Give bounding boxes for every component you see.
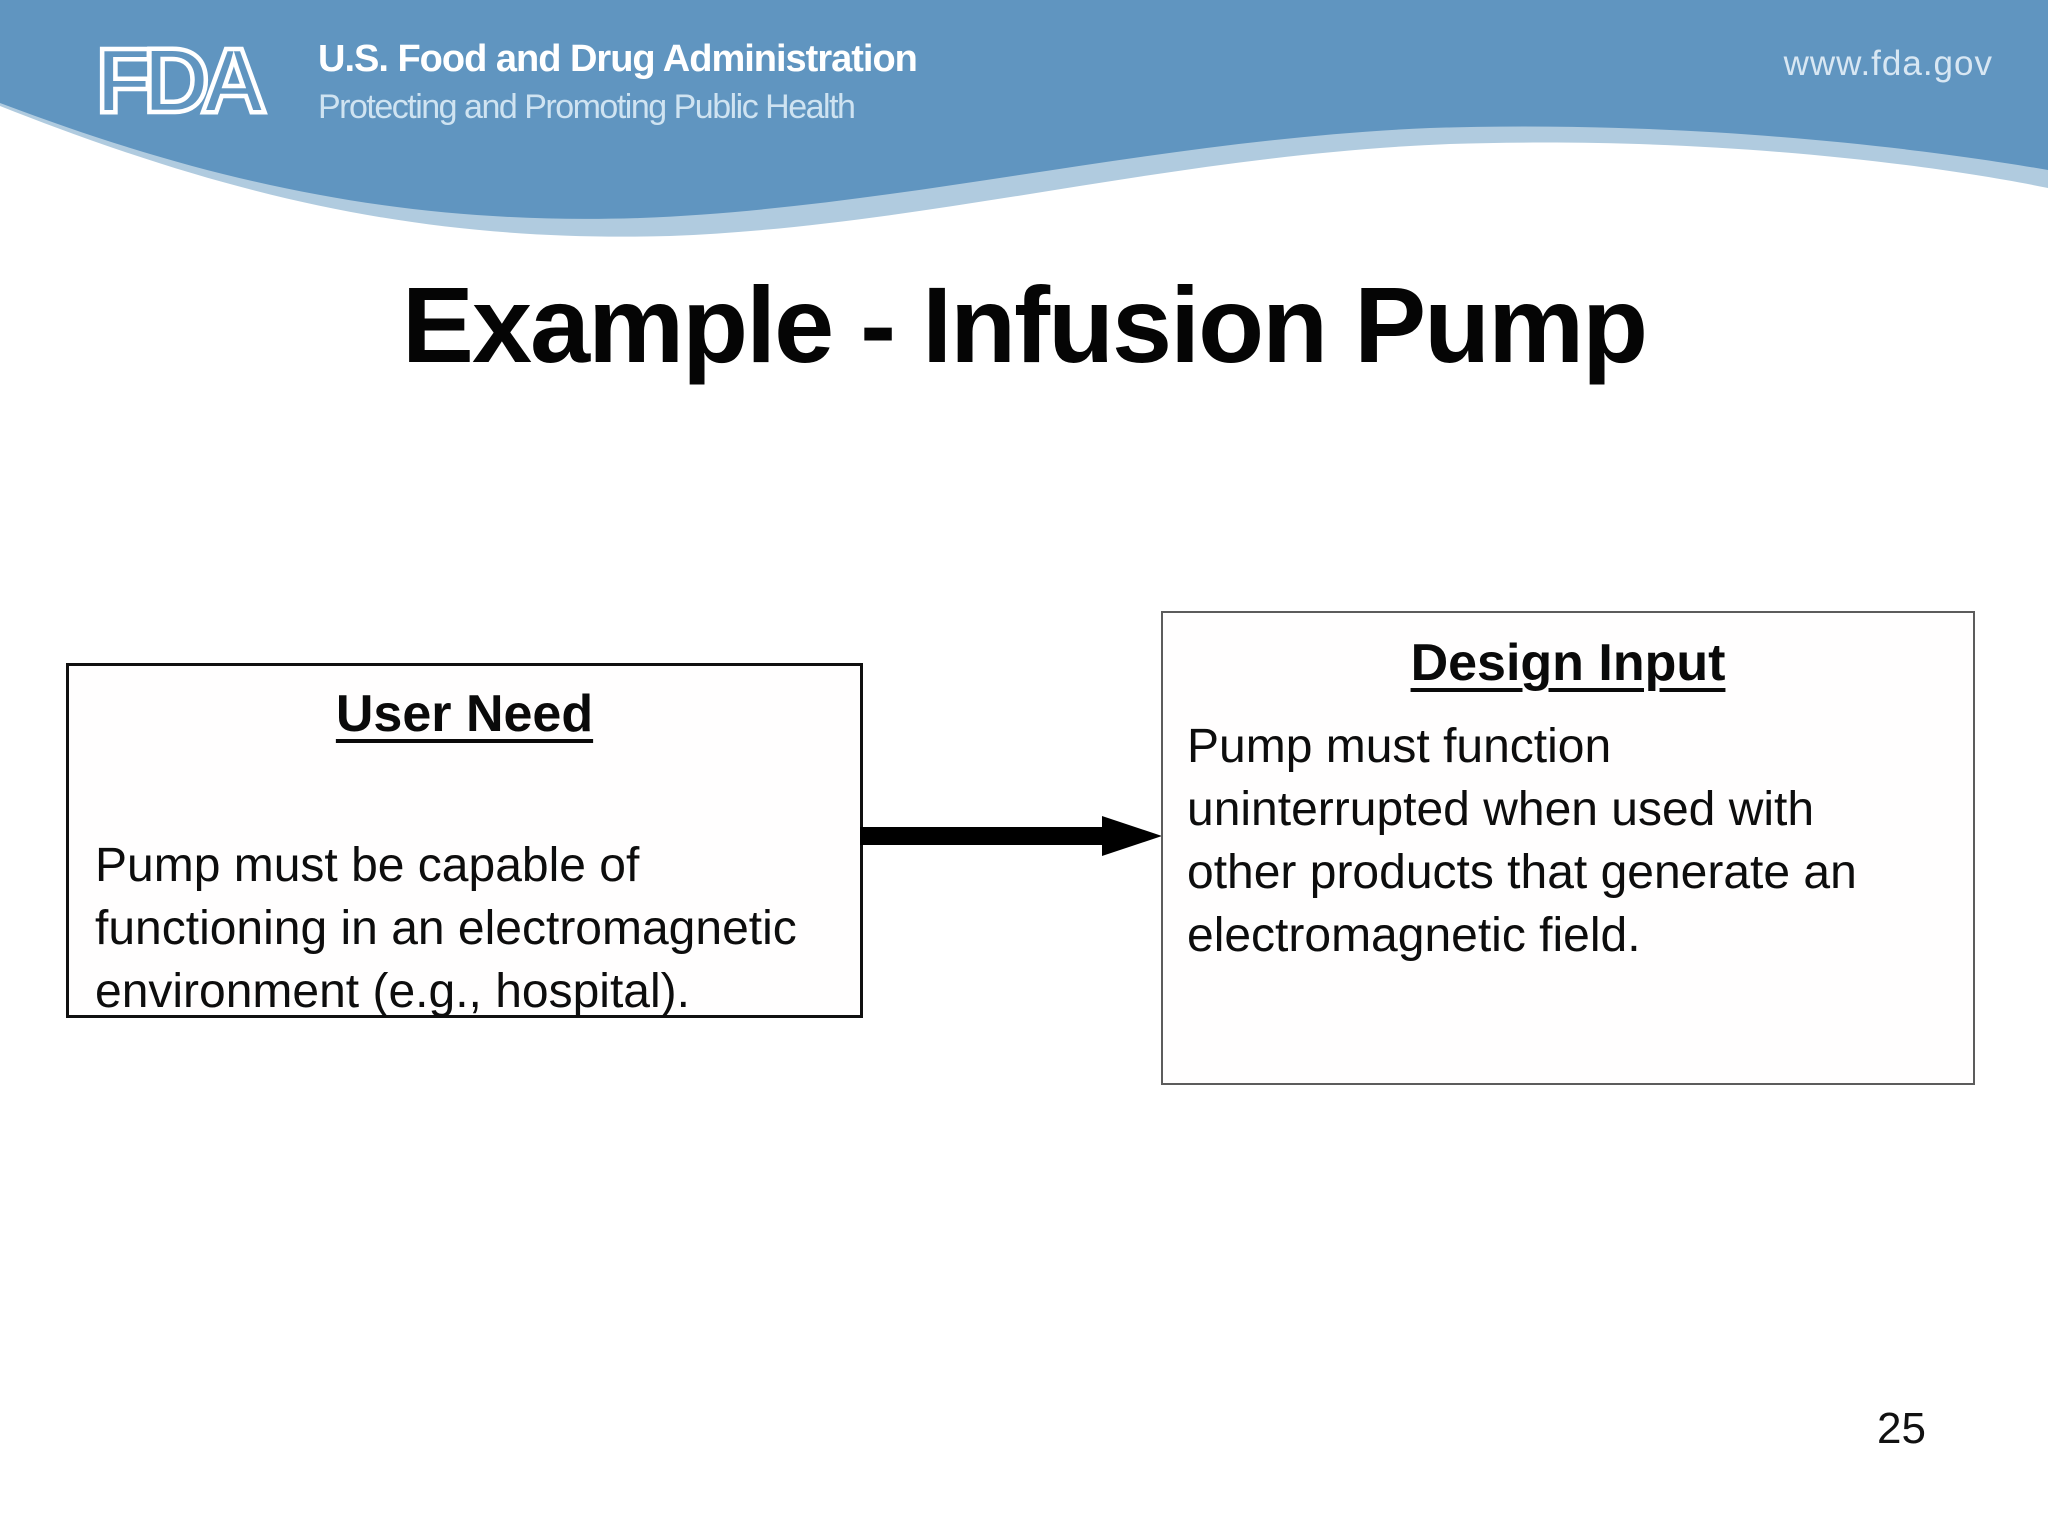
flow-arrow-icon bbox=[860, 816, 1162, 856]
user-need-heading: User Need bbox=[335, 685, 594, 743]
design-input-heading: Design Input bbox=[1410, 634, 1726, 692]
design-input-box: Design Input Pump must function uninterr… bbox=[1161, 611, 1975, 1085]
org-tagline: Protecting and Promoting Public Health bbox=[318, 88, 856, 126]
website-text: www.fda.gov bbox=[1783, 44, 1993, 83]
banner-wave-dark-icon bbox=[0, 0, 2048, 219]
page-number: 25 bbox=[1877, 1404, 1926, 1453]
header-banner bbox=[0, 0, 2048, 237]
org-name: U.S. Food and Drug Administration bbox=[318, 38, 918, 80]
page-title: Example - Infusion Pump bbox=[401, 264, 1648, 385]
fda-logo-text: FDA bbox=[96, 30, 266, 130]
user-need-body: Pump must be capable of functioning in a… bbox=[95, 839, 797, 1018]
user-need-box: User Need Pump must be capable of functi… bbox=[66, 663, 863, 1018]
design-input-body: Pump must function uninterrupted when us… bbox=[1187, 720, 1857, 962]
fda-logo-icon: FDA bbox=[94, 30, 277, 130]
